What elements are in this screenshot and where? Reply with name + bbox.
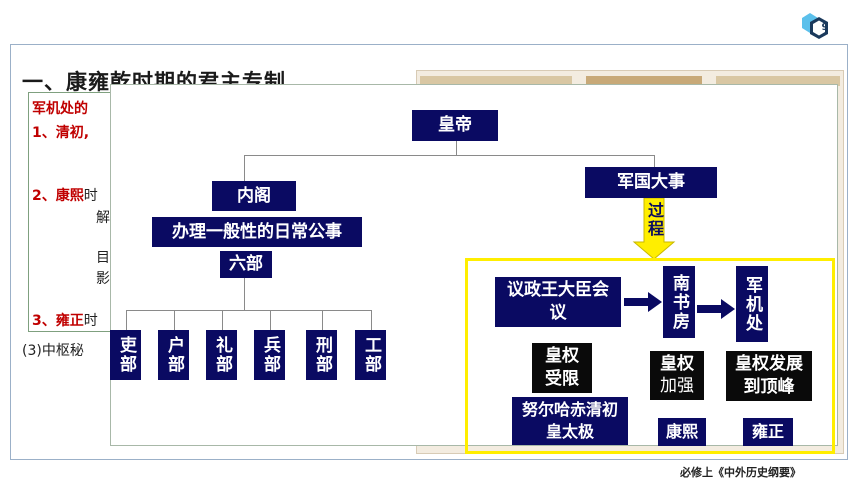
stage2-power-node: 皇权 加强 bbox=[650, 351, 704, 400]
connector-line bbox=[222, 310, 223, 330]
bg-text-line: 解 bbox=[96, 210, 110, 226]
connector-line bbox=[126, 310, 127, 330]
ministry-works-node: 工部 bbox=[355, 330, 386, 380]
connector-line bbox=[244, 278, 245, 310]
stage3-ruler-node: 雍正 bbox=[743, 418, 793, 446]
stage2-power-sub: 加强 bbox=[660, 376, 694, 396]
stage2-ruler-node: 康熙 bbox=[658, 418, 706, 446]
bg-text-line: 3、雍正时 bbox=[32, 313, 98, 329]
connector-line bbox=[654, 155, 655, 167]
connector-line bbox=[270, 310, 271, 330]
stage3-power-node: 皇权发展到顶峰 bbox=[726, 351, 812, 401]
grand-council-node: 军机处 bbox=[736, 266, 768, 342]
council-node: 议政王大臣会议 bbox=[495, 277, 621, 327]
evolution-highlight-frame bbox=[465, 258, 835, 454]
south-study-node: 南书房 bbox=[663, 266, 695, 338]
slide-footer: 必修上《中外历史纲要》 bbox=[680, 466, 801, 479]
ministry-war-node: 兵部 bbox=[254, 330, 285, 380]
ministry-revenue-node: 户部 bbox=[158, 330, 189, 380]
ministry-justice-node: 刑部 bbox=[306, 330, 337, 380]
connector-line bbox=[371, 310, 372, 330]
photo-thumbnail bbox=[420, 76, 572, 86]
six-ministries-node: 六部 bbox=[220, 251, 272, 278]
connector-line bbox=[322, 310, 323, 330]
emperor-node: 皇帝 bbox=[412, 110, 498, 141]
bg-text-line: 1、清初, bbox=[32, 125, 90, 141]
arrow-right-icon bbox=[624, 292, 662, 312]
bg-text-line: 影 bbox=[96, 271, 110, 287]
slide-frame bbox=[10, 44, 848, 460]
stage1-power-node: 皇权受限 bbox=[532, 343, 592, 393]
stage2-power-title: 皇权 bbox=[660, 354, 694, 374]
connector-line bbox=[456, 141, 457, 155]
bg-text-line: 军机处的 bbox=[32, 101, 88, 117]
process-label: 过程 bbox=[645, 202, 664, 238]
cabinet-duty-node: 办理一般性的日常公事 bbox=[152, 217, 362, 247]
ministry-personnel-node: 吏部 bbox=[110, 330, 141, 380]
cabinet-node: 内阁 bbox=[212, 181, 296, 211]
connector-line bbox=[244, 155, 655, 156]
page-number-badge-icon bbox=[802, 13, 828, 39]
photo-thumbnail bbox=[716, 76, 840, 86]
bg-text-line: (3)中枢秘 bbox=[22, 343, 84, 359]
arrow-right-icon bbox=[697, 299, 735, 319]
military-affairs-node: 军国大事 bbox=[585, 167, 717, 198]
stage1-rulers-node: 努尔哈赤清初皇太极 bbox=[512, 397, 628, 445]
photo-thumbnail bbox=[586, 76, 702, 86]
connector-line bbox=[174, 310, 175, 330]
connector-line bbox=[126, 310, 372, 311]
ministry-rites-node: 礼部 bbox=[206, 330, 237, 380]
page-number: 9 bbox=[821, 22, 829, 33]
bg-text-line: 目 bbox=[96, 250, 110, 266]
process-down-arrow-icon bbox=[632, 198, 676, 260]
bg-text-line: 2、康熙时 bbox=[32, 188, 98, 204]
connector-line bbox=[244, 155, 245, 181]
